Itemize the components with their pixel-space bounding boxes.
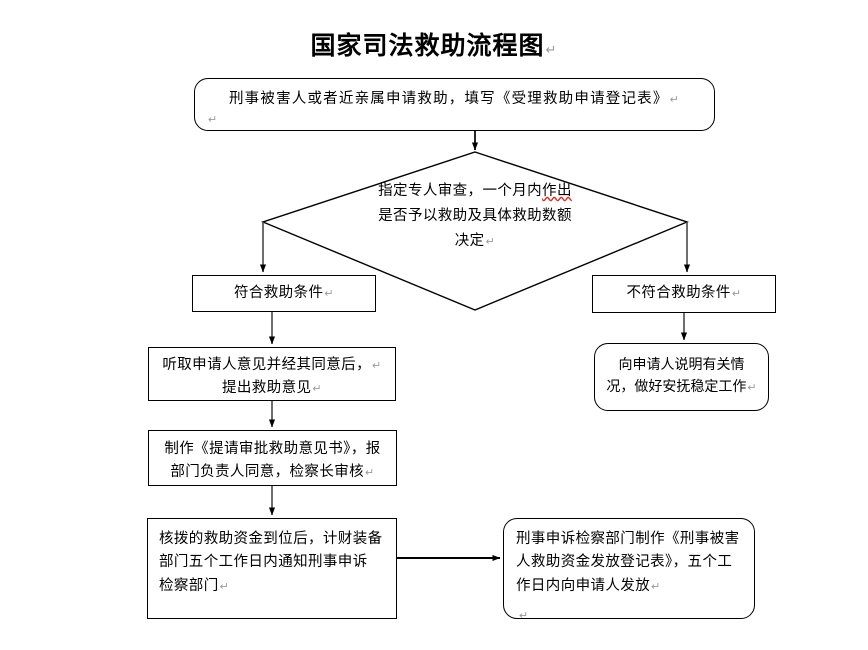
node-disburse-line-4: ↵ <box>516 604 529 627</box>
node-explain-line-1: 向申请人说明有关情 <box>618 357 745 373</box>
node-review-line-1: 指定专人审查，一个月内作出 <box>378 183 572 199</box>
node-apply-line-1: 刑事被害人或者近亲属申请救助，填写《受理救助申请登记表》↵ <box>228 91 681 107</box>
page-title-text: 国家司法救助流程图 <box>310 33 545 60</box>
node-collect-opinion[interactable]: 听取申请人意见并经其同意后，↵ 提出救助意见↵ <box>148 347 396 401</box>
node-eligible[interactable]: 符合救助条件↵ <box>192 275 376 312</box>
node-apply-for-aid[interactable]: 刑事被害人或者近亲属申请救助，填写《受理救助申请登记表》↵ ↵ <box>194 78 715 131</box>
node-disburse-aid[interactable]: 刑事申诉检察部门制作《刑事被害 人救助资金发放登记表》，五个工 作日内向申请人发… <box>503 518 755 622</box>
node-not-eligible-label: 不符合救助条件↵ <box>626 285 742 302</box>
pilcrow-mark: ↵ <box>651 580 661 593</box>
pilcrow-mark: ↵ <box>324 287 335 300</box>
pilcrow-mark: ↵ <box>485 235 496 248</box>
pilcrow-mark: ↵ <box>731 288 742 301</box>
page-title: 国家司法救助流程图↵ <box>0 26 868 62</box>
node-opinion-line-2: 提出救助意见↵ <box>221 380 323 397</box>
pilcrow-mark: ↵ <box>208 114 219 127</box>
pilcrow-mark: ↵ <box>669 94 681 106</box>
pilcrow-mark: ↵ <box>747 382 757 395</box>
pilcrow-mark: ↵ <box>365 467 375 480</box>
spellcheck-underline-text: 作出 <box>542 183 572 199</box>
node-disburse-line-1: 刑事申诉检察部门制作《刑事被害 <box>516 531 740 547</box>
node-explain-line-2: 况，做好安抚稳定工作↵ <box>606 379 757 396</box>
node-review-line-2: 是否予以救助及具体救助数额 <box>378 207 572 224</box>
node-review-decision[interactable]: 指定专人审查，一个月内作出 是否予以救助及具体救助数额 决定↵ <box>263 152 687 310</box>
node-explain-to-applicant[interactable]: 向申请人说明有关情 况，做好安抚稳定工作↵ <box>594 343 769 411</box>
node-review-line-3: 决定↵ <box>454 232 496 249</box>
node-funds-in-place[interactable]: 核拨的救助资金到位后，计财装备 部门五个工作日内通知刑事申诉 检察部门↵ <box>147 518 397 619</box>
node-prepare-approval-document[interactable]: 制作《提请审批救助意见书》，报 部门负责人同意，检察长审核↵ <box>148 430 397 486</box>
node-disburse-line-3: 作日内向申请人发放↵ <box>516 577 661 594</box>
node-opinion-line-1: 听取申请人意见并经其同意后，↵ <box>162 357 382 373</box>
decision-diamond-outline <box>260 151 690 311</box>
pilcrow-mark: ↵ <box>519 610 529 623</box>
node-not-eligible[interactable]: 不符合救助条件↵ <box>592 275 776 313</box>
pilcrow-mark: ↵ <box>219 580 230 593</box>
node-apply-line-2: ↵ <box>195 108 714 131</box>
pilcrow-mark: ↵ <box>545 42 558 57</box>
node-eligible-label: 符合救助条件↵ <box>233 284 335 301</box>
pilcrow-mark: ↵ <box>312 383 323 396</box>
node-funds-line-1: 核拨的救助资金到位后，计财装备 <box>159 531 383 547</box>
node-approval-line-1: 制作《提请审批救助意见书》，报 <box>164 441 381 457</box>
pilcrow-mark: ↵ <box>371 360 382 372</box>
node-disburse-line-2: 人救助资金发放登记表》，五个工 <box>516 554 733 571</box>
node-funds-line-2: 部门五个工作日内通知刑事申诉 <box>159 554 368 571</box>
node-funds-line-3: 检察部门↵ <box>159 577 230 594</box>
node-approval-line-2: 部门负责人同意，检察长审核↵ <box>170 464 375 481</box>
